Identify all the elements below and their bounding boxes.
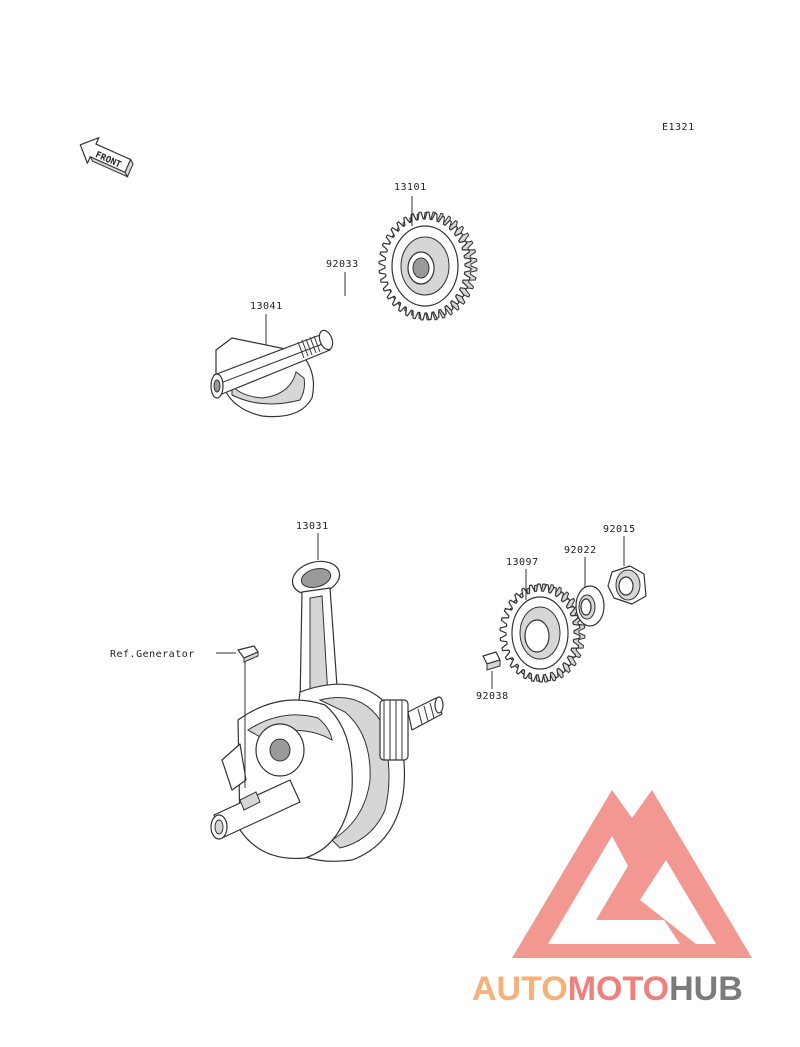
watermark-word-hub: HUB: [669, 970, 743, 1008]
balancer-shaft: [210, 329, 334, 418]
nut: [607, 565, 647, 605]
label-13031: 13031: [296, 521, 329, 532]
watermark-word-moto: MOTO: [568, 970, 669, 1008]
washer: [575, 585, 605, 627]
label-ref-generator: Ref.Generator: [110, 649, 195, 660]
label-92022: 92022: [564, 545, 597, 556]
diagram-code: E1321: [662, 122, 695, 133]
watermark-triangle-icon: [512, 790, 752, 958]
label-13097: 13097: [506, 557, 539, 568]
label-92033: 92033: [326, 259, 359, 270]
watermark-logo: AUTOMOTOHUB: [472, 790, 752, 1008]
label-92015: 92015: [603, 524, 636, 535]
balancer-gear: [378, 211, 478, 321]
generator-key: [237, 645, 259, 663]
label-13041: 13041: [250, 301, 283, 312]
connecting-rod: [291, 560, 341, 706]
label-92038: 92038: [476, 691, 509, 702]
watermark-word-auto: AUTO: [472, 970, 568, 1008]
front-arrow-icon: FRONT: [79, 137, 134, 178]
crankshaft: [210, 683, 444, 862]
woodruff-key: [482, 651, 501, 671]
svg-text:AUTOMOTOHUB: AUTOMOTOHUB: [472, 970, 743, 1008]
circlip: [336, 295, 362, 329]
crankshaft-gear: [499, 583, 586, 683]
label-13101: 13101: [394, 182, 427, 193]
